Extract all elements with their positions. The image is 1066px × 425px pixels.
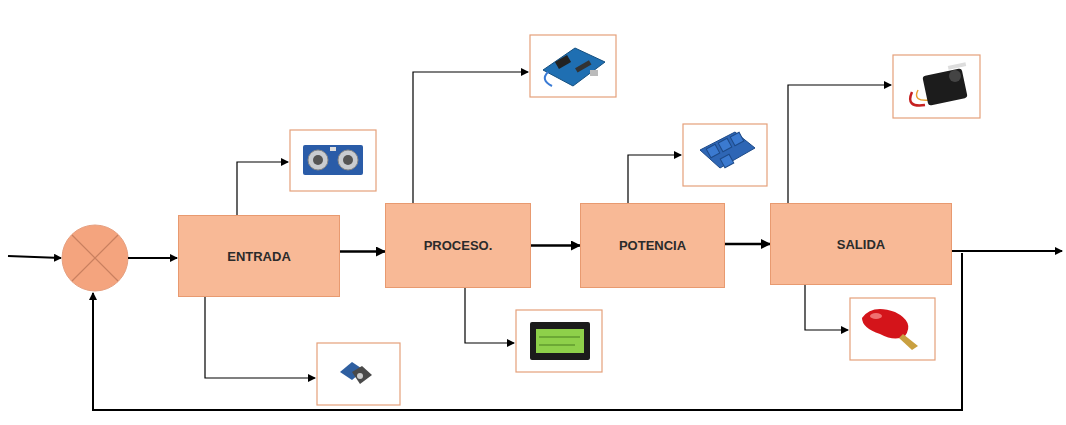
- lcd-display-icon: [530, 322, 590, 360]
- relay-module-icon: [700, 132, 755, 168]
- flow-arrow: [725, 243, 770, 246]
- summing-junction: [62, 225, 128, 291]
- microcontroller-board-icon: [543, 48, 605, 86]
- icon-frames: [290, 35, 980, 405]
- flow-arrow: [340, 250, 385, 253]
- servo-motor-icon: [910, 62, 967, 106]
- process-box: SALIDA: [770, 203, 952, 285]
- input-arrow: [8, 256, 61, 258]
- output-arrow: [952, 250, 1062, 252]
- process-box: PROCESO.: [385, 203, 531, 288]
- process-box: ENTRADA: [178, 215, 340, 297]
- box-label: PROCESO.: [424, 238, 493, 253]
- junction-arrow: [128, 257, 177, 259]
- ultrasonic-sensor-icon: [303, 145, 363, 175]
- flow-arrow: [531, 244, 580, 247]
- light-bulb-icon: [862, 309, 918, 350]
- box-label: SALIDA: [837, 237, 885, 252]
- box-label: ENTRADA: [227, 249, 291, 264]
- box-label: POTENCIA: [619, 238, 686, 253]
- encoder-sensor-icon: [340, 362, 372, 384]
- process-box: POTENCIA: [580, 203, 725, 288]
